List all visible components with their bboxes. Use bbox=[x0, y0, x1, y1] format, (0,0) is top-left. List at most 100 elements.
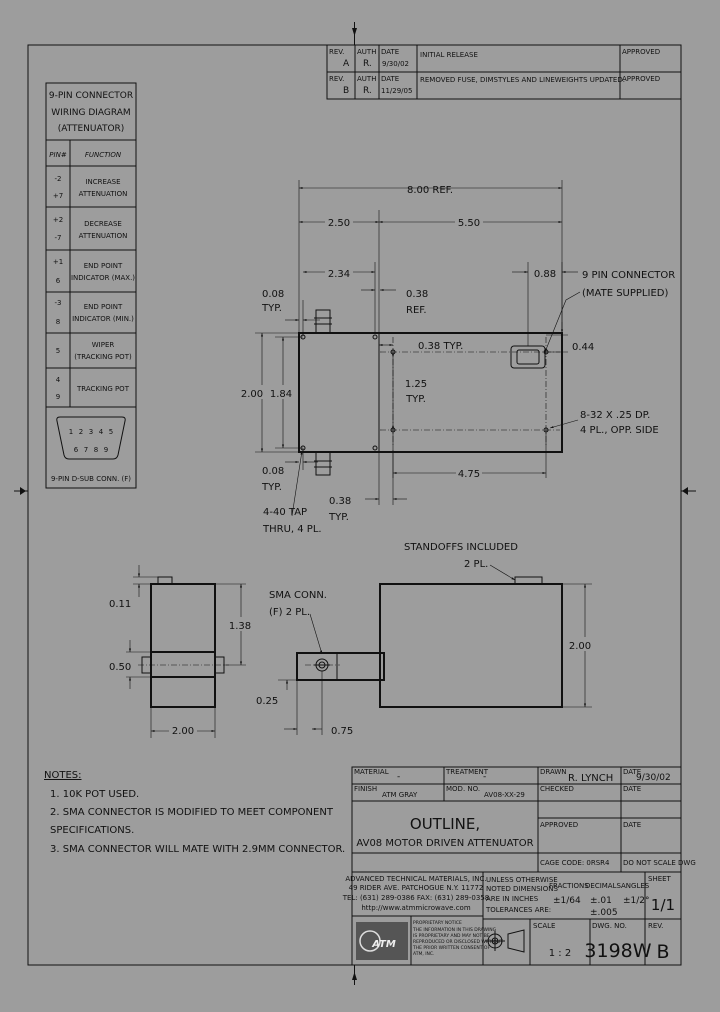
dim-138: 1.38 bbox=[229, 621, 251, 632]
dim-038-bot: 0.38 bbox=[329, 496, 351, 507]
row1-pin-a: -2 bbox=[55, 175, 62, 183]
tolerance-note-2: NOTED DIMENSIONS bbox=[486, 885, 558, 893]
dim-008-top: 0.08 bbox=[262, 289, 284, 300]
row6-func: TRACKING POT bbox=[76, 385, 130, 393]
company-url: http://www.atmmicrowave.com bbox=[361, 904, 470, 912]
projection-symbol-icon bbox=[485, 929, 525, 953]
row2-func-b: ATTENUATION bbox=[79, 232, 128, 240]
wiring-title-1: 9-PIN CONNECTOR bbox=[49, 91, 133, 101]
approved-header: APPROVED bbox=[622, 48, 660, 56]
proprietary-line-2: IS PROPRIETARY AND MAY NOT BE bbox=[413, 933, 490, 939]
auth-header: AUTH bbox=[357, 48, 376, 56]
nine-pin-connector-icon bbox=[510, 345, 546, 369]
sma-detail-body bbox=[296, 652, 385, 681]
wiring-table: 9-PIN CONNECTOR WIRING DIAGRAM (ATTENUAT… bbox=[45, 82, 137, 489]
row1-func-a: INCREASE bbox=[85, 178, 120, 186]
note-2: 2. SMA CONNECTOR IS MODIFIED TO MEET COM… bbox=[50, 807, 334, 818]
proprietary-line-4: THE PRIOR WRITTEN CONSENT OF bbox=[412, 945, 490, 951]
pin-1: 1 bbox=[69, 428, 73, 436]
cage-code: CAGE CODE: 0RSR4 bbox=[540, 859, 610, 867]
dim-side-200: 2.00 bbox=[172, 726, 194, 737]
finish-label: FINISH bbox=[354, 785, 377, 793]
checked-date-label: DATE bbox=[623, 785, 641, 793]
dim-right-200: 2.00 bbox=[569, 641, 591, 652]
angles-label: ANGLES bbox=[621, 882, 650, 890]
material-value: - bbox=[397, 772, 400, 782]
dim-234: 2.34 bbox=[328, 269, 350, 280]
tap-440-label: 4-40 TAP bbox=[263, 507, 307, 518]
sma-bottom-icon bbox=[315, 451, 331, 476]
tolerance-note-1: UNLESS OTHERWISE bbox=[486, 876, 558, 884]
tap-832-sub: 4 PL., OPP. SIDE bbox=[580, 425, 659, 436]
dim-025: 0.25 bbox=[256, 696, 278, 707]
function-header: FUNCTION bbox=[85, 151, 122, 159]
row2-func-a: DECREASE bbox=[84, 220, 122, 228]
finish-value: ATM GRAY bbox=[382, 791, 418, 799]
company-name: ADVANCED TECHNICAL MATERIALS, INC. bbox=[345, 875, 486, 883]
dim-008-top-typ: TYP. bbox=[261, 303, 282, 314]
row3-func-b: INDICATOR (MAX.) bbox=[71, 274, 135, 282]
drawn-date: 9/30/02 bbox=[636, 773, 671, 783]
pin-3: 3 bbox=[89, 428, 93, 436]
rev-b-date: 11/29/05 bbox=[381, 87, 412, 95]
tap-hole-icon bbox=[372, 334, 378, 340]
dim-044: 0.44 bbox=[572, 342, 594, 353]
dim-184: 1.84 bbox=[270, 389, 292, 400]
wiring-title-2: WIRING DIAGRAM bbox=[51, 108, 130, 118]
rev-value: B bbox=[656, 941, 669, 963]
dim-125-typ: TYP. bbox=[405, 394, 426, 405]
model-value: AV08-XX-29 bbox=[484, 791, 525, 799]
row6-pin-b: 9 bbox=[56, 393, 60, 401]
dim-050: 0.50 bbox=[109, 662, 131, 673]
drawn-value: R. LYNCH bbox=[568, 773, 613, 784]
atm-logo bbox=[356, 922, 408, 960]
dim-475: 4.75 bbox=[458, 469, 480, 480]
dim-125: 1.25 bbox=[405, 379, 427, 390]
rev-b-desc: REMOVED FUSE, DIMSTYLES AND LINEWEIGHTS … bbox=[420, 76, 625, 84]
sheet-value: 1/1 bbox=[651, 896, 675, 914]
sma-label: SMA CONN. bbox=[269, 590, 327, 601]
sheet-label: SHEET bbox=[648, 875, 672, 883]
drawn-label: DRAWN bbox=[540, 768, 567, 776]
fractions-value: ±1/64 bbox=[553, 896, 581, 906]
rev-header-2: REV. bbox=[329, 75, 344, 83]
company-address: 49 RIDER AVE. PATCHOGUE N.Y. 11772 bbox=[349, 884, 484, 892]
proprietary-line-1: THE INFORMATION IN THIS DRAWING bbox=[412, 927, 497, 933]
atm-logo-icon bbox=[359, 930, 381, 952]
dim-075: 0.75 bbox=[331, 726, 353, 737]
proprietary-line-5: ATM, INC. bbox=[413, 951, 435, 957]
dsub-label: 9-PIN D-SUB CONN. (F) bbox=[51, 475, 131, 483]
row1-pin-b: +7 bbox=[53, 192, 63, 200]
attenuator-body-right bbox=[379, 583, 563, 708]
tap-440-sub: THRU, 4 PL. bbox=[262, 524, 322, 535]
row2-pin-b: -7 bbox=[55, 234, 62, 242]
tap-832-label: 8-32 X .25 DP. bbox=[580, 410, 650, 421]
date-header: DATE bbox=[381, 48, 399, 56]
dwg-label: DWG. NO. bbox=[592, 922, 627, 930]
pin-5: 5 bbox=[109, 428, 113, 436]
row4-pin-b: 8 bbox=[56, 318, 60, 326]
rev-label: REV. bbox=[648, 922, 663, 930]
row5-func-a: WIPER bbox=[92, 341, 115, 349]
dim-008-bot-typ: TYP. bbox=[261, 482, 282, 493]
rev-b: B bbox=[343, 86, 349, 96]
dim-250: 2.50 bbox=[328, 218, 350, 229]
row3-pin-b: 6 bbox=[56, 277, 61, 285]
scale-label: SCALE bbox=[533, 922, 555, 930]
proprietary-title: PROPRIETARY NOTICE bbox=[413, 920, 462, 926]
proprietary-line-3: REPRODUCED OR DISCLOSED WITHOUT bbox=[413, 939, 503, 945]
row6-pin-a: 4 bbox=[56, 376, 61, 384]
revision-table: REV. AUTH DATE APPROVED A R. 9/30/02 INI… bbox=[326, 44, 682, 100]
notes-block: NOTES: 1. 10K POT USED. 2. SMA CONNECTOR… bbox=[44, 770, 345, 855]
rev-a: A bbox=[343, 59, 350, 69]
rev-a-date: 9/30/02 bbox=[382, 60, 409, 68]
row4-func-a: END POINT bbox=[84, 303, 123, 311]
row5-pin: 5 bbox=[56, 347, 60, 355]
approved-label: APPROVED bbox=[540, 821, 578, 829]
date-header-2: DATE bbox=[381, 75, 399, 83]
dim-038-typ: 0.38 TYP. bbox=[418, 341, 463, 352]
atm-logo-text: ATM bbox=[371, 939, 396, 950]
pin-4: 4 bbox=[99, 428, 104, 436]
pin-2: 2 bbox=[79, 428, 83, 436]
note-1: 1. 10K POT USED. bbox=[50, 789, 139, 800]
